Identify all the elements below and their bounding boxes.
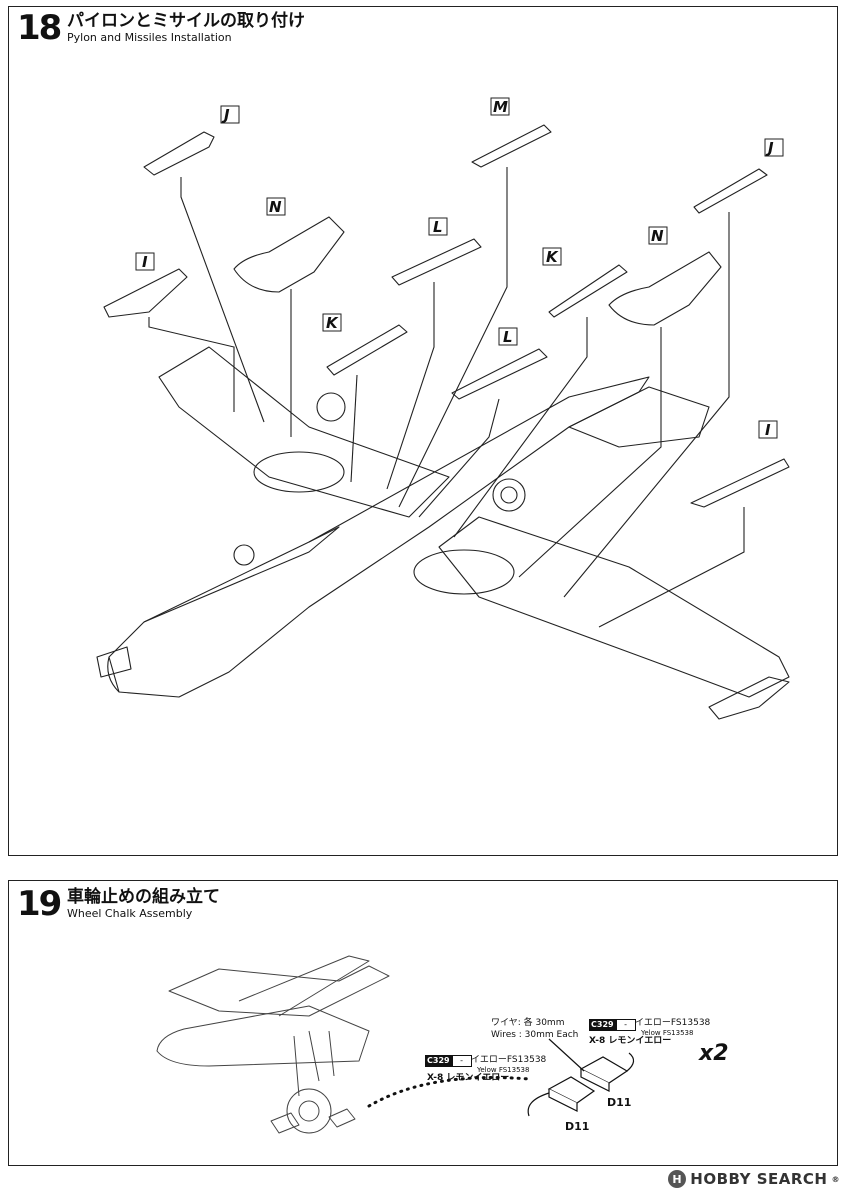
paint-code-empty: - [615, 1019, 636, 1031]
paint-code-empty: - [451, 1055, 472, 1067]
leader-line [180, 177, 265, 423]
pylon-i-right [690, 458, 790, 508]
part-label-k: K [326, 314, 339, 332]
pylon-j-left [143, 131, 215, 176]
step-title-en: Pylon and Missiles Installation [67, 31, 232, 44]
landing-gear-strut [293, 1030, 335, 1097]
engine-nacelle-left [253, 451, 345, 493]
nose-gun [96, 646, 132, 678]
pylon-l-top [391, 238, 482, 286]
pylon-l-mid [451, 348, 548, 400]
part-number-left: D11 [565, 1120, 590, 1133]
part-label-i: I [765, 421, 771, 439]
chalk-part-left [547, 1076, 596, 1104]
leader-line [398, 167, 508, 508]
leader-line [518, 327, 662, 578]
aircraft-fuselage [156, 1005, 370, 1067]
paint-name-jp: イエローFS13538 [635, 1018, 711, 1028]
leader-line [386, 282, 435, 490]
paint-code: C329 [425, 1055, 452, 1067]
paint-name-en: Yelow FS13538 [477, 1066, 530, 1074]
step-title-jp: パイロンとミサイルの取り付け [67, 11, 305, 31]
pylon-k-right [548, 264, 628, 318]
wheel-chalk [328, 1108, 356, 1128]
main-wheel-right [492, 478, 526, 512]
paint-name-jp: イエローFS13538 [471, 1055, 547, 1065]
part-label-j: J [765, 139, 774, 157]
pylon-j-right [693, 168, 768, 214]
tail-section [568, 386, 710, 448]
hobby-search-watermark: H HOBBY SEARCH ® [668, 1170, 840, 1188]
leader-line [563, 212, 730, 598]
pylon-m [471, 124, 552, 168]
aircraft-fuselage [108, 376, 650, 698]
part-label-k: K [546, 248, 559, 266]
part-label-i: I [142, 253, 148, 271]
pylon-missile-illustration: J N I M L K L K J N I [96, 97, 790, 720]
step-number: 19 [17, 884, 62, 924]
wire [626, 1052, 635, 1072]
engine-nacelle-right [413, 549, 515, 595]
leader-line [598, 507, 745, 628]
paint-code-box: C329 - [425, 1055, 472, 1067]
right-wing [438, 516, 790, 698]
paint-name-en: Yelow FS13538 [641, 1029, 694, 1037]
wheel-chalk-illustration [156, 955, 635, 1134]
wingtip-pod [708, 676, 790, 720]
trademark-symbol: ® [831, 1174, 840, 1184]
part-label-n: N [269, 198, 282, 216]
part-number-right: D11 [607, 1096, 632, 1109]
leader-line [453, 317, 588, 538]
wire-length-en: Wires : 30mm Each [491, 1030, 579, 1040]
main-wheel-left [316, 392, 346, 422]
left-wing [158, 346, 450, 518]
leader-line [148, 317, 235, 412]
leader-line [350, 374, 358, 483]
quantity-multiplier: x2 [699, 1041, 729, 1066]
wire-length-jp: ワイヤ: 各 30mm [491, 1018, 565, 1028]
main-wheel [286, 1088, 332, 1134]
part-label-l: L [503, 328, 513, 346]
step-19-panel: 19 車輪止めの組み立て Wheel Chalk Assembly [8, 880, 838, 1166]
pylon-k-left [326, 324, 408, 376]
step-title-en: Wheel Chalk Assembly [67, 907, 193, 920]
step-18-panel: 18 パイロンとミサイルの取り付け Pylon and Missiles Ins… [8, 6, 838, 856]
pylon-i-left [103, 268, 188, 318]
paint-code-box: C329 - [589, 1019, 636, 1031]
part-label-l: L [433, 218, 443, 236]
part-label-n: N [651, 227, 664, 245]
leader-line [418, 398, 500, 518]
wire [527, 1092, 550, 1117]
part-label-m: M [493, 98, 508, 116]
missile-n-right [608, 251, 722, 326]
hobby-search-logo-icon: H [668, 1170, 687, 1188]
wire-leader [548, 1038, 585, 1072]
watermark-text: HOBBY SEARCH [690, 1170, 828, 1188]
aircraft-wing [168, 965, 390, 1017]
dotted-arrow [367, 1076, 531, 1108]
step-title-jp: 車輪止めの組み立て [67, 887, 220, 907]
paint-code: C329 [589, 1019, 616, 1031]
paint-x-code: X-8 レモンイエロー [427, 1073, 510, 1083]
nose-wheel [233, 544, 255, 566]
paint-x-code: X-8 レモンイエロー [589, 1036, 672, 1046]
step-number: 18 [17, 8, 62, 48]
missile-n-left [233, 216, 345, 293]
wheel-chalk [270, 1112, 300, 1134]
part-label-j: J [221, 106, 230, 124]
